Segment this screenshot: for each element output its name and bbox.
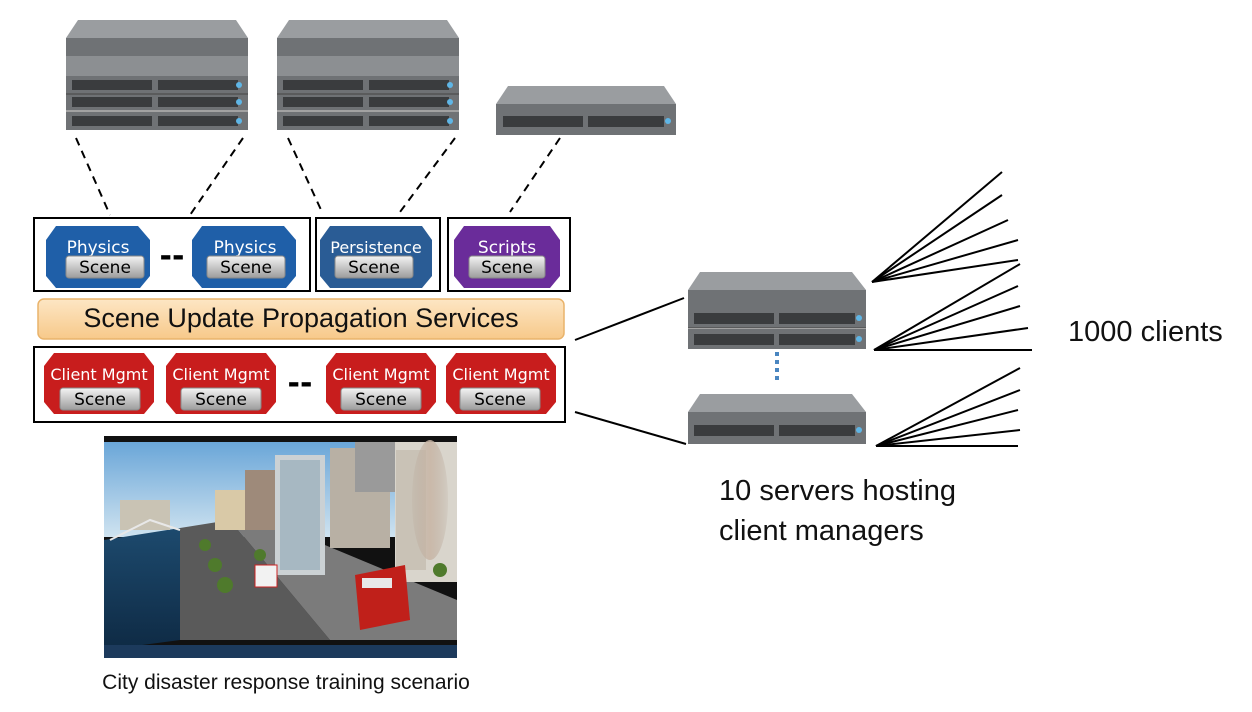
server-scripts (496, 86, 676, 135)
module-title: Physics (67, 238, 130, 258)
persistence-module: Persistence Scene (320, 226, 432, 288)
module-subtitle: Scene (474, 390, 526, 410)
module-title: Client Mgmt (50, 365, 147, 384)
client-ellipsis: -- (288, 366, 313, 401)
module-subtitle: Scene (348, 258, 400, 278)
server-stack-persistence (277, 20, 459, 130)
client-mgmt-module-1: Client Mgmt Scene (44, 353, 154, 414)
scripts-module: Scripts Scene (454, 226, 560, 288)
module-title: Persistence (330, 238, 422, 257)
module-title: Physics (214, 238, 277, 258)
module-title: Client Mgmt (172, 365, 269, 384)
dashed-connectors (75, 137, 561, 216)
clients-count-label: 1000 clients (1068, 316, 1223, 348)
physics-module-2: Physics Scene (192, 226, 296, 288)
server-stack-physics (66, 20, 248, 130)
module-subtitle: Scene (355, 390, 407, 410)
propagation-label: Scene Update Propagation Services (83, 303, 518, 333)
screenshot-caption: City disaster response training scenario (102, 671, 470, 694)
client-mgmt-module-4: Client Mgmt Scene (446, 353, 556, 414)
physics-ellipsis: -- (160, 239, 185, 274)
module-subtitle: Scene (481, 258, 533, 278)
module-title: Client Mgmt (332, 365, 429, 384)
city-scenario-screenshot (104, 436, 457, 658)
client-manager-server-stack (688, 272, 866, 349)
servers-label-line1: 10 servers hosting (719, 475, 956, 507)
module-title: Client Mgmt (452, 365, 549, 384)
module-subtitle: Scene (79, 258, 131, 278)
scene-update-propagation-bar: Scene Update Propagation Services (37, 298, 565, 340)
module-subtitle: Scene (220, 258, 272, 278)
client-manager-server-bottom (688, 394, 866, 444)
client-fanout-lines (871, 171, 1032, 447)
module-subtitle: Scene (74, 390, 126, 410)
module-title: Scripts (478, 238, 536, 258)
servers-label-line2: client managers (719, 515, 924, 547)
physics-module-1: Physics Scene (46, 226, 150, 288)
solid-connectors (574, 297, 687, 445)
client-mgmt-module-2: Client Mgmt Scene (166, 353, 276, 414)
client-mgmt-module-3: Client Mgmt Scene (326, 353, 436, 414)
module-subtitle: Scene (195, 390, 247, 410)
